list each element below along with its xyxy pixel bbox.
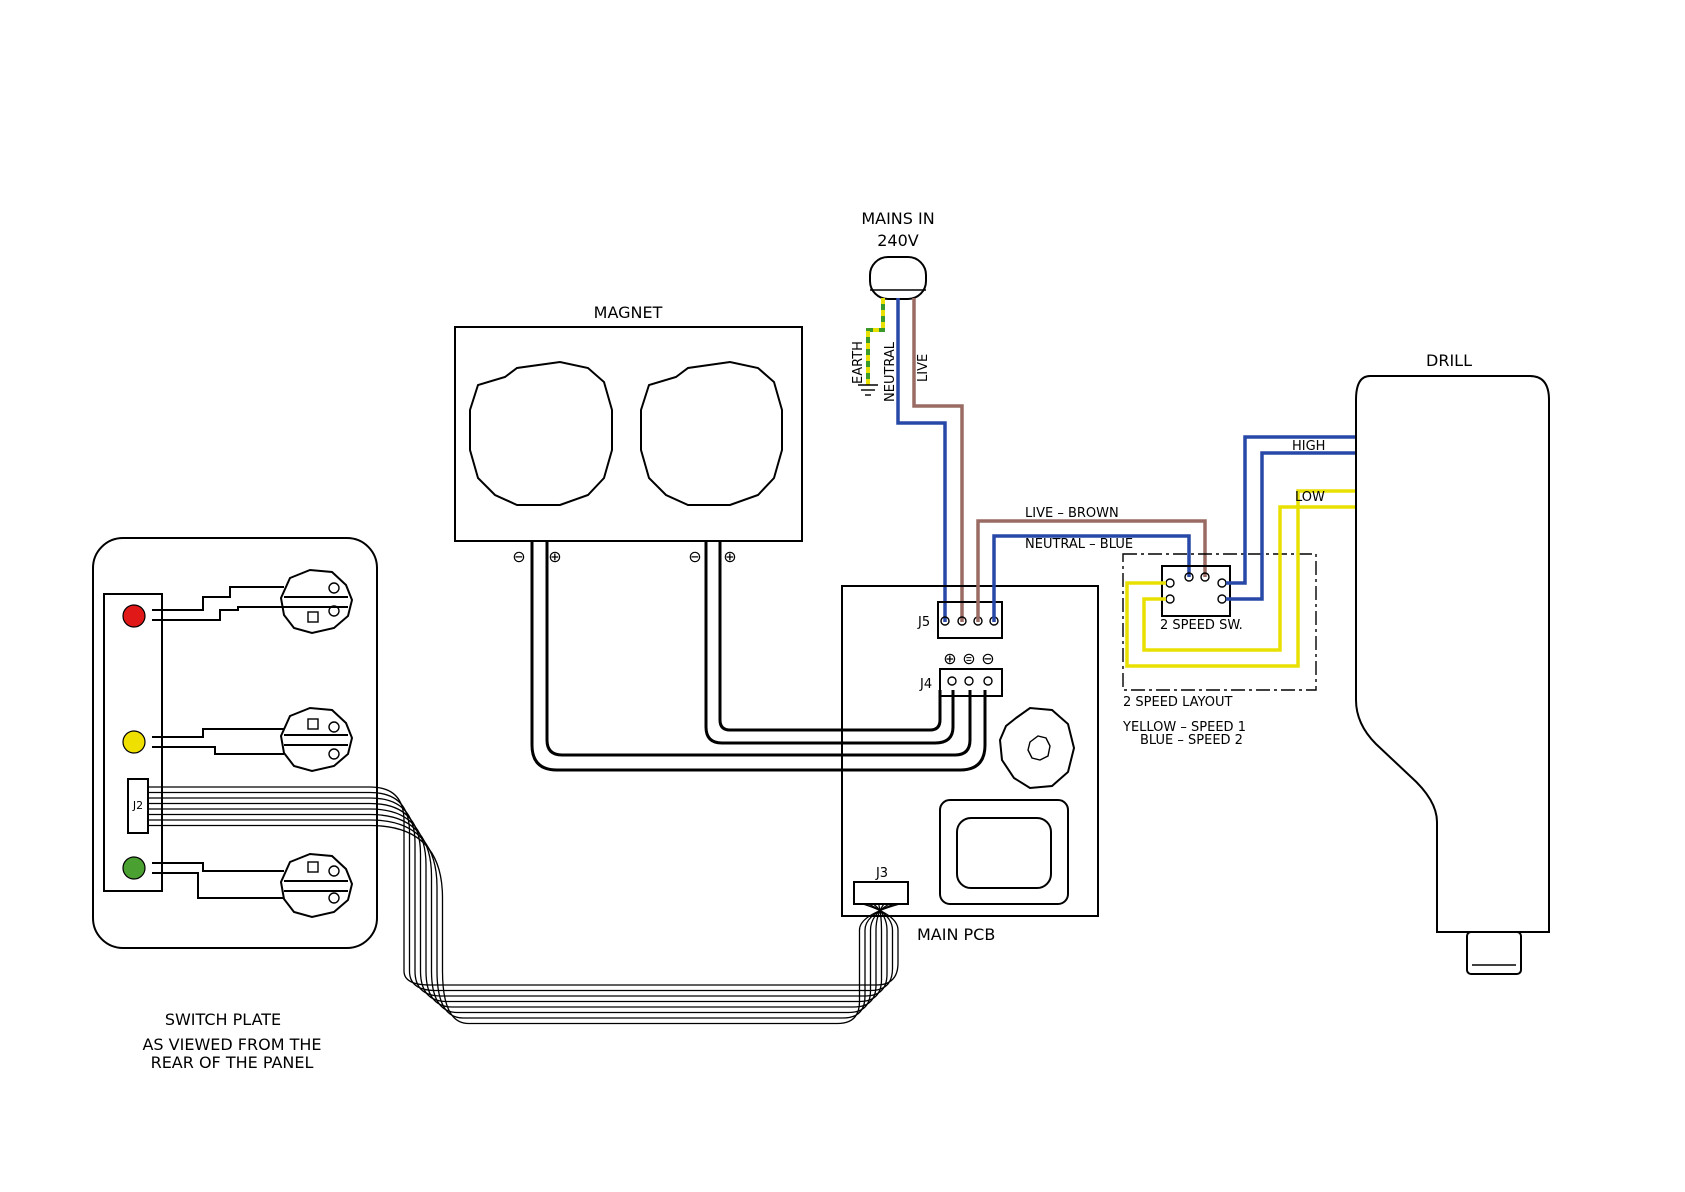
j4-minus-symbol: ⊖ (981, 649, 994, 668)
magnet-left-plus: ⊕ (548, 547, 561, 566)
yellow-led-icon (123, 731, 145, 753)
ribbon-conductor (148, 815, 889, 1013)
j4-earth-symbol: ⊜ (962, 649, 975, 668)
live-label: LIVE (916, 354, 931, 382)
low-label: LOW (1295, 490, 1325, 505)
j4-label: J4 (919, 677, 932, 692)
main-pcb-label: MAIN PCB (917, 925, 995, 944)
magnet-right-plus: ⊕ (723, 547, 736, 566)
blue-high-wire-1 (1226, 437, 1355, 583)
drill-body (1356, 376, 1549, 932)
mains-live-wire (914, 298, 962, 622)
ribbon-conductor (148, 787, 898, 985)
high-label: HIGH (1292, 439, 1325, 454)
j4-plus-symbol: ⊕ (943, 649, 956, 668)
ribbon-conductor (148, 793, 893, 991)
drill: DRILL (1356, 351, 1549, 974)
drill-chuck (1467, 932, 1521, 974)
two-speed-switch (1162, 566, 1230, 616)
switch-top-icon (281, 570, 352, 633)
earth-ground-icon (858, 385, 878, 395)
switch-plate-label: SWITCH PLATE (165, 1010, 281, 1029)
two-speed-layout-label: 2 SPEED LAYOUT (1123, 695, 1232, 710)
j3-label: J3 (875, 866, 888, 881)
magnet-coil-right (641, 362, 782, 505)
neutral-blue-label: NEUTRAL – BLUE (1025, 537, 1133, 552)
earth-label: EARTH (851, 341, 866, 384)
transformer-icon (940, 800, 1068, 904)
magnet-right-minus: ⊖ (688, 547, 701, 566)
ribbon-cable (148, 787, 900, 1024)
two-speed-switch-label: 2 SPEED SW. (1160, 618, 1243, 633)
magnet-coil-left (470, 362, 612, 505)
rotary-knob-icon (1000, 708, 1074, 788)
green-led-icon (123, 857, 145, 879)
ribbon-conductor (148, 804, 882, 1002)
switch-plate-note-line1: AS VIEWED FROM THE (142, 1035, 321, 1054)
main-pcb: MAIN PCB J5 ⊕ ⊜ ⊖ J4 J3 (842, 586, 1098, 944)
magnet-cable-outer (532, 541, 985, 770)
mains-in: MAINS IN 240V EARTH NEUTRAL LIVE (851, 209, 935, 402)
ribbon-conductor (148, 809, 884, 1007)
earth-wire (868, 298, 883, 385)
magnet-cable-inner (706, 541, 953, 743)
magnet-body (455, 327, 802, 541)
mains-neutral-wire (898, 298, 945, 622)
magnet: MAGNET ⊖ ⊕ ⊖ ⊕ (455, 303, 802, 566)
red-led-icon (123, 605, 145, 627)
live-brown-label: LIVE – BROWN (1025, 506, 1119, 521)
neutral-label: NEUTRAL (883, 341, 898, 402)
drill-label: DRILL (1426, 351, 1472, 370)
mains-voltage-label: 240V (877, 231, 919, 250)
switch-plate: J2 SWITCH PLATE AS VIEWED FROM THE REAR … (93, 538, 377, 1072)
j5-label: J5 (917, 615, 930, 630)
magnet-left-minus: ⊖ (512, 547, 525, 566)
magnet-label: MAGNET (594, 303, 663, 322)
j3-connector (854, 882, 908, 904)
ribbon-conductor (148, 826, 900, 1024)
switch-bottom-icon (281, 854, 352, 917)
j2-label: J2 (132, 799, 143, 812)
mains-in-label: MAINS IN (861, 209, 934, 228)
switch-middle-icon (281, 708, 352, 771)
switch-plate-note-line2: REAR OF THE PANEL (151, 1053, 314, 1072)
mains-plug-icon (870, 257, 926, 299)
ribbon-conductor (148, 820, 894, 1018)
blue-speed-label: BLUE – SPEED 2 (1140, 733, 1243, 748)
